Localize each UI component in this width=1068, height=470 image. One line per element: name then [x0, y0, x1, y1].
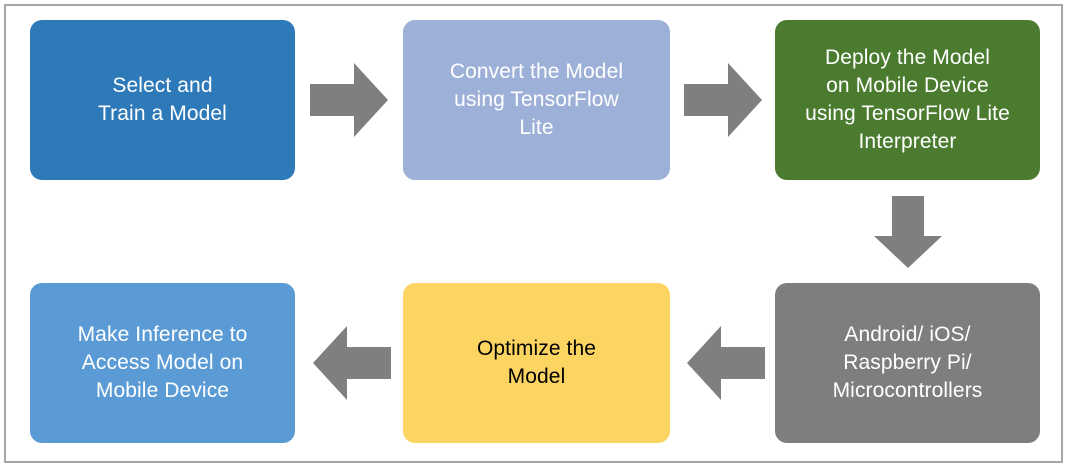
arrow-left-optimize-to-inference — [313, 326, 391, 400]
node-deploy-the-model[interactable]: Deploy the Model on Mobile Device using … — [775, 20, 1040, 180]
arrow-right-select-to-convert — [310, 63, 388, 137]
arrow-right-convert-to-deploy — [684, 63, 762, 137]
node-target-platforms[interactable]: Android/ iOS/ Raspberry Pi/ Microcontrol… — [775, 283, 1040, 443]
node-make-inference[interactable]: Make Inference to Access Model on Mobile… — [30, 283, 295, 443]
arrow-left-platforms-to-optimize — [687, 326, 765, 400]
node-select-and-train-a-model[interactable]: Select and Train a Model — [30, 20, 295, 180]
node-convert-the-model[interactable]: Convert the Model using TensorFlow Lite — [403, 20, 670, 180]
arrow-down-deploy-to-platforms — [874, 196, 942, 268]
node-optimize-the-model[interactable]: Optimize the Model — [403, 283, 670, 443]
